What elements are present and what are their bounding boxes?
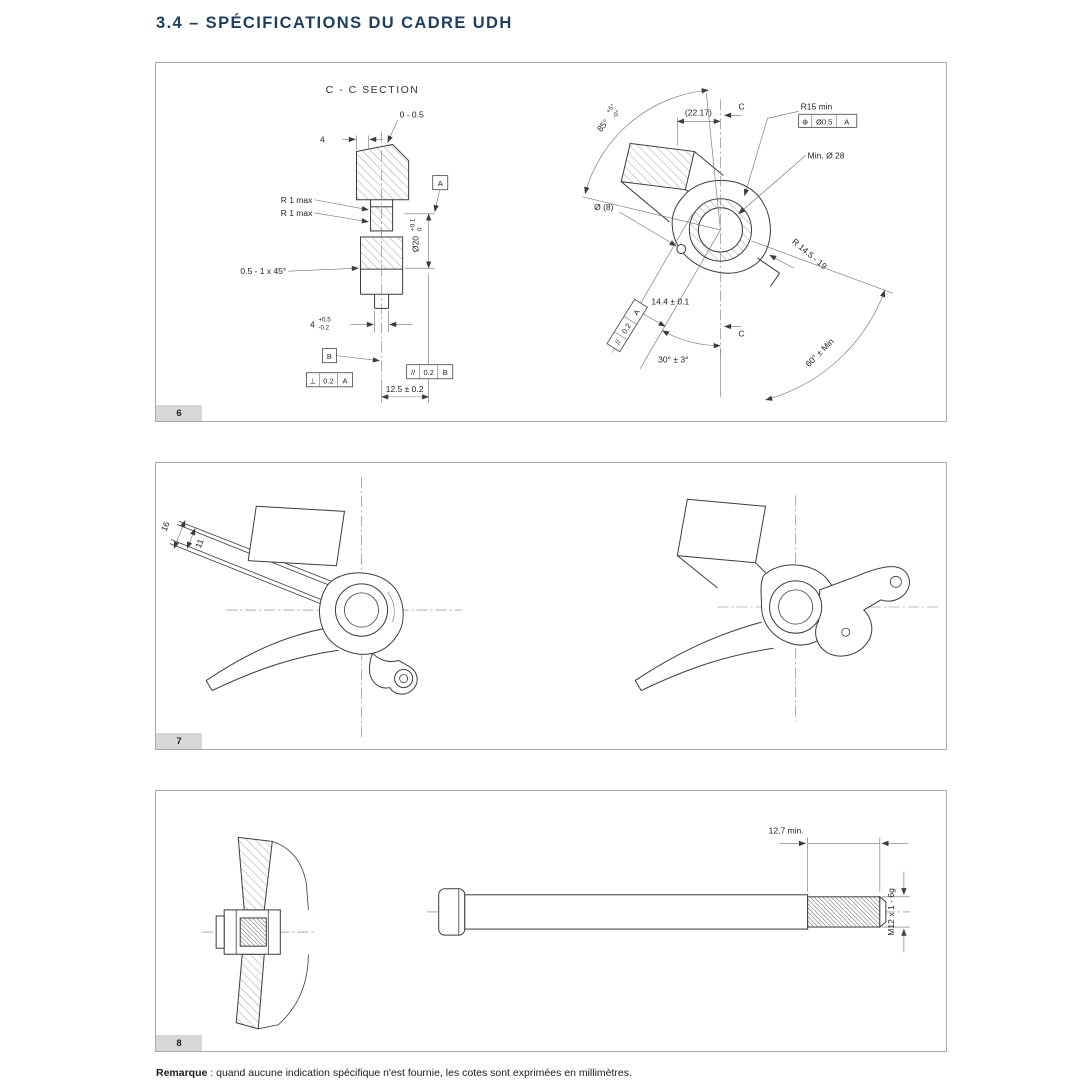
dim-depth-label: 12.5 ± 0.2 bbox=[386, 384, 424, 394]
footer-note-label: Remarque bbox=[156, 1067, 208, 1079]
dim-11-label: 11 bbox=[193, 537, 206, 549]
dropout-side-view-right bbox=[634, 495, 940, 721]
figure-7-number: 7 bbox=[156, 733, 202, 749]
datum-a-label: A bbox=[438, 179, 443, 188]
dim-bore-label: Ø20 bbox=[411, 236, 421, 252]
fcf-pos-symbol: ⊕ bbox=[802, 117, 808, 126]
dim-angle85-tol-dn: -0° bbox=[611, 109, 622, 120]
fcf-perp-tolerance: 0.2 bbox=[323, 376, 333, 385]
dim-min-dia28-label: Min. Ø 28 bbox=[808, 151, 845, 161]
fcf-par-symbol: // bbox=[411, 368, 416, 377]
fcf-pos-datum: A bbox=[844, 117, 849, 126]
dim-bore-group: Ø20 +0.1 0 bbox=[410, 218, 424, 252]
page-title: 3.4 – SPÉCIFICATIONS DU CADRE UDH bbox=[156, 14, 513, 32]
dim-thread-length-label: 12,7 min. bbox=[769, 825, 804, 835]
dim-dia8-label: Ø (8) bbox=[594, 202, 614, 212]
figure-8-panel: 12,7 min. M12 x 1 - 6g 8 bbox=[155, 790, 947, 1052]
section-c-bottom-label: C bbox=[738, 329, 744, 339]
figure-7-drawing: 16 11 bbox=[159, 477, 940, 739]
dim-thread-spec-label: M12 x 1 - 6g bbox=[886, 888, 896, 936]
dim-gap-label: 0 - 0.5 bbox=[400, 109, 424, 119]
dropout-interface-view bbox=[620, 99, 780, 397]
thru-axle-view bbox=[426, 888, 910, 936]
cc-section-dimensions: 0 - 0.5 4 A Ø20 +0.1 0 R 1 max R 1 max 0… bbox=[240, 109, 454, 403]
dim-bore-tol-up: +0.1 bbox=[410, 218, 417, 231]
dim-width-bottom-label: 4 bbox=[310, 319, 315, 329]
figure-7-panel: 16 11 7 bbox=[155, 462, 947, 750]
dim-width-bottom-tol-dn: -0.2 bbox=[318, 324, 329, 331]
figure-8-drawing: 12,7 min. M12 x 1 - 6g bbox=[202, 825, 910, 1030]
dim-angle85-group: 85° +5° -0° bbox=[595, 103, 622, 134]
thru-axle-dimensions: 12,7 min. M12 x 1 - 6g bbox=[769, 825, 910, 953]
footer-note: Remarque : quand aucune indication spéci… bbox=[156, 1067, 632, 1079]
dim-r1max-2-label: R 1 max bbox=[281, 208, 313, 218]
datum-b-label: B bbox=[327, 352, 332, 361]
dim-chamfer-label: 0.5 - 1 x 45° bbox=[240, 266, 286, 276]
figure-6-number: 6 bbox=[156, 405, 202, 421]
dim-16-label: 16 bbox=[159, 520, 172, 533]
dim-r15-label: R15 min bbox=[801, 101, 833, 111]
fcf-parallelism-a: // 0.2 A bbox=[606, 298, 648, 353]
fcf-par-datum: B bbox=[443, 368, 448, 377]
dim-r145-group: R 14.5 - 19 bbox=[790, 236, 829, 271]
section-c-c-title: C - C SECTION bbox=[326, 84, 420, 96]
dim-144-label: 14.4 ± 0.1 bbox=[651, 296, 689, 306]
dim-angle85-label: 85° bbox=[595, 117, 611, 133]
fcf-par-tolerance: 0.2 bbox=[423, 368, 433, 377]
fcf-par-a-datum: A bbox=[631, 308, 641, 317]
fcf-perpendicularity: ⊥ 0.2 A bbox=[305, 372, 353, 388]
dim-angle85-tol-up: +5° bbox=[605, 103, 617, 115]
figure-8-number: 8 bbox=[156, 1035, 202, 1051]
fcf-pos-tolerance: Ø0.5 bbox=[816, 117, 832, 126]
tube-width-dimensions: 16 11 bbox=[159, 520, 206, 550]
figure-6-drawing: C - C SECTION 0 - 0.5 4 A Ø20 +0.1 0 R 1… bbox=[240, 84, 893, 403]
udh-nut-cross-section bbox=[202, 836, 315, 1030]
fcf-perp-symbol: ⊥ bbox=[310, 376, 317, 385]
dim-bore-tol-dn: 0 bbox=[417, 227, 424, 231]
dim-r1max-1-label: R 1 max bbox=[281, 195, 313, 205]
dim-angle60-group: 60° ± Min bbox=[803, 336, 836, 369]
footer-note-text: : quand aucune indication spécifique n'e… bbox=[207, 1067, 632, 1079]
dim-angle30-label: 30° ± 3° bbox=[658, 355, 688, 365]
dim-angle60-label: 60° ± Min bbox=[803, 336, 836, 369]
dim-width-bottom-tol-up: +0.5 bbox=[318, 316, 331, 323]
dim-r145-label: R 14.5 - 19 bbox=[790, 236, 829, 271]
section-c-top-label: C bbox=[738, 101, 744, 111]
fcf-position: ⊕ Ø0.5 A bbox=[798, 113, 858, 128]
dim-width-top-label: 4 bbox=[320, 134, 325, 144]
fcf-perp-datum: A bbox=[342, 376, 347, 385]
cc-section-view bbox=[356, 131, 410, 387]
figure-6-panel: C - C SECTION 0 - 0.5 4 A Ø20 +0.1 0 R 1… bbox=[155, 62, 947, 422]
fcf-par-a-symbol: // bbox=[613, 337, 623, 346]
fcf-parallelism-b: // 0.2 B bbox=[406, 364, 454, 380]
dropout-side-view-left bbox=[169, 477, 462, 739]
